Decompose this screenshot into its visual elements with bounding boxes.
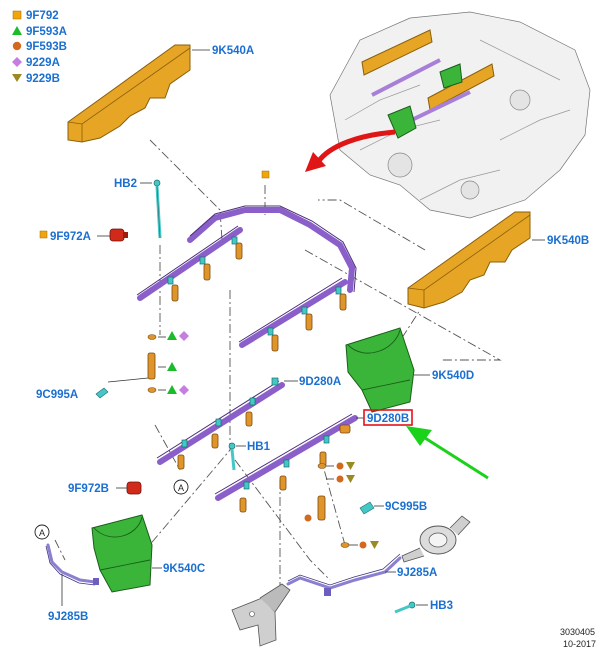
fuel-rail-9d280b bbox=[214, 413, 358, 513]
legend-square-icon bbox=[12, 10, 22, 20]
9229a-marker-icon bbox=[179, 331, 189, 341]
9f593a-marker-icon bbox=[167, 385, 177, 394]
legend-circle-icon bbox=[12, 41, 22, 51]
label-hb1: HB1 bbox=[247, 441, 271, 453]
insulator-9k540d bbox=[345, 327, 415, 413]
legend-label: 9F792 bbox=[26, 10, 59, 22]
9f593b-marker-icon bbox=[336, 475, 344, 483]
label-hb3: HB3 bbox=[430, 600, 453, 612]
injector-seal-stack-lower bbox=[317, 463, 358, 548]
legend-label: 9229A bbox=[26, 57, 60, 69]
label-9k540d: 9K540D bbox=[432, 370, 474, 382]
legend-triangle-icon bbox=[12, 26, 22, 35]
highlight-arrow-icon bbox=[424, 436, 489, 480]
9f593b-marker-icon bbox=[359, 541, 367, 549]
legend-label: 9229B bbox=[26, 73, 60, 85]
figure-id: 3030405 bbox=[560, 627, 595, 637]
9f792-marker-icon bbox=[261, 170, 270, 179]
label-9d280b: 9D280B bbox=[367, 413, 409, 425]
label-9k540b: 9K540B bbox=[547, 235, 589, 247]
fuel-pipe-9j285a bbox=[286, 553, 402, 596]
arrow-head-icon bbox=[305, 152, 326, 172]
bracket-icon bbox=[231, 583, 291, 647]
label-9f972b: 9F972B bbox=[68, 483, 109, 495]
bolt-hb2 bbox=[153, 179, 162, 239]
pressure-sensor-9f972a bbox=[109, 228, 128, 242]
clip-9c995a bbox=[95, 387, 109, 399]
9229a-marker-icon bbox=[179, 385, 189, 395]
cover-9k540a bbox=[67, 44, 191, 143]
9f792-marker-icon bbox=[39, 230, 48, 239]
9229b-marker-icon bbox=[346, 475, 355, 483]
label-9j285a: 9J285A bbox=[397, 567, 437, 579]
clip-9c995b bbox=[359, 501, 375, 515]
legend: 9F792 9F593A 9F593B 9229A 9229B bbox=[12, 10, 67, 85]
fuel-pipe-9j285b bbox=[45, 543, 99, 586]
alignment-lines bbox=[54, 139, 502, 600]
bolt-hb1 bbox=[228, 442, 236, 471]
engine-cover-icon bbox=[361, 29, 433, 76]
label-9c995b: 9C995B bbox=[385, 501, 427, 513]
injector-seal-stack-upper bbox=[147, 334, 166, 393]
label-9d280a: 9D280A bbox=[299, 376, 341, 388]
cover-9k540b bbox=[407, 211, 531, 309]
9f593a-marker-icon bbox=[167, 362, 177, 371]
label-hb2: HB2 bbox=[114, 178, 137, 190]
fuel-rail-9d280a bbox=[156, 377, 285, 470]
label-9f972a: 9F972A bbox=[50, 231, 91, 243]
9229b-marker-icon bbox=[346, 462, 355, 470]
label-9k540c: 9K540C bbox=[163, 563, 205, 575]
upper-fuel-rail bbox=[136, 205, 357, 352]
engine-inset bbox=[305, 11, 591, 219]
callout-a-label: A bbox=[178, 483, 184, 493]
9f593b-marker-icon bbox=[304, 514, 312, 522]
legend-label: 9F593B bbox=[26, 41, 67, 53]
label-9c995a: 9C995A bbox=[36, 389, 78, 401]
pressure-sensor-9f972b bbox=[126, 481, 142, 495]
legend-triangle-down-icon bbox=[12, 74, 22, 82]
callout-a-icon bbox=[173, 479, 189, 495]
legend-label: 9F593A bbox=[26, 26, 67, 38]
highlight-box bbox=[363, 409, 413, 426]
figure-date: 10-2017 bbox=[563, 639, 596, 649]
label-9k540a: 9K540A bbox=[212, 45, 254, 57]
label-9j285b: 9J285B bbox=[48, 611, 88, 623]
callout-a-icon bbox=[34, 524, 50, 540]
9f593b-marker-icon bbox=[336, 462, 344, 470]
engine-cover-icon bbox=[427, 63, 495, 111]
engine-insulator-icon bbox=[439, 63, 463, 89]
callout-a-label: A bbox=[39, 528, 45, 538]
9f593a-marker-icon bbox=[167, 331, 177, 340]
engine-location-arrow-icon bbox=[315, 129, 396, 164]
insulator-9k540c bbox=[91, 514, 153, 593]
bolt-hb3 bbox=[394, 601, 416, 614]
9229b-marker-icon bbox=[370, 541, 379, 549]
legend-diamond-icon bbox=[12, 57, 22, 67]
fuel-pump-icon bbox=[401, 515, 471, 563]
arrow-head-icon bbox=[406, 426, 432, 446]
